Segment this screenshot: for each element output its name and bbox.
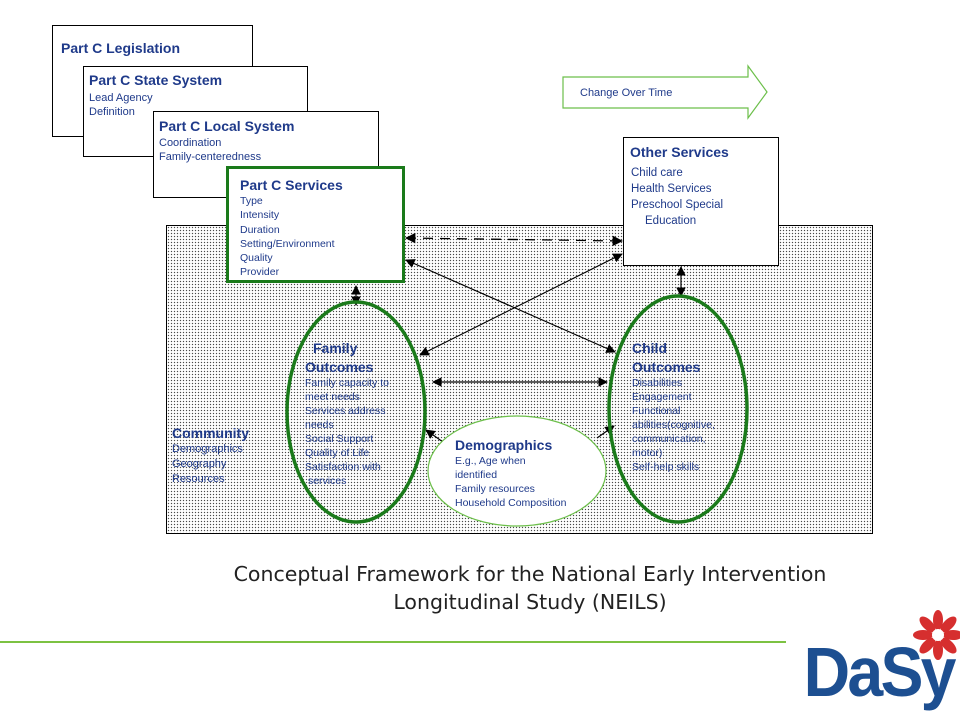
child-outcomes-item: Disabilities — [632, 377, 683, 389]
demographics-list: E.g., Age when identified Family resourc… — [455, 454, 605, 510]
family-outcomes-text: Family Outcomes Family capacity to meet … — [305, 340, 415, 488]
community-item: Demographics — [172, 443, 243, 455]
child-outcomes-text: Child Outcomes Disabilities Engagement F… — [632, 340, 742, 474]
child-outcomes-item: abilities(cognitive, — [632, 419, 715, 431]
local-system-item: Family-centeredness — [159, 151, 262, 163]
part-c-services-box: Part C Services Type Intensity Duration … — [226, 166, 405, 283]
state-system-item: Definition — [89, 106, 135, 118]
caption-line-2: Longitudinal Study (NEILS) — [393, 590, 667, 614]
family-outcomes-item: services — [305, 475, 347, 487]
child-outcomes-item: motor) — [632, 447, 663, 459]
child-outcomes-item: communication, — [632, 433, 706, 445]
community-title: Community — [172, 425, 249, 441]
services-dashed-link — [404, 232, 624, 247]
family-outcomes-title-1: Family — [313, 340, 358, 356]
other-services-list: Child care Health Services Preschool Spe… — [631, 165, 723, 229]
other-services-item: Preschool Special — [631, 199, 724, 211]
family-outcomes-ellipse — [285, 300, 427, 524]
family-outcomes-item: Services address — [305, 405, 386, 417]
services-item: Intensity — [240, 209, 280, 222]
services-item: Type — [240, 195, 263, 207]
change-over-time-arrow — [562, 64, 768, 120]
family-outcomes-item: Quality of Life — [305, 447, 370, 459]
demographics-text: Demographics E.g., Age when identified F… — [455, 437, 605, 510]
footer-rule — [0, 641, 786, 643]
services-item: Provider — [240, 266, 280, 279]
family-outcomes-item: meet needs — [305, 391, 360, 403]
demographics-item: identified — [455, 469, 498, 481]
part-c-local-system-title: Part C Local System — [159, 118, 295, 134]
caption-line-1: Conceptual Framework for the National Ea… — [233, 562, 827, 586]
community-text: Community Demographics Geography Resourc… — [172, 425, 249, 487]
demographics-ellipse — [427, 415, 607, 527]
family-outcomes-item: Family capacity to — [305, 377, 390, 389]
part-c-legislation-title: Part C Legislation — [61, 40, 181, 56]
community-item: Resources — [172, 473, 225, 485]
services-item: Quality — [240, 252, 273, 265]
demographics-item: Family resources — [455, 483, 535, 495]
child-outcomes-item: Self-help skills — [632, 461, 700, 473]
community-list: Demographics Geography Resources — [172, 442, 249, 487]
services-list: Type Intensity Duration Setting/Environm… — [240, 194, 335, 280]
demographics-item: E.g., Age when — [455, 455, 526, 467]
other-services-title: Other Services — [630, 144, 729, 160]
family-outcomes-list: Family capacity to meet needs Services a… — [305, 376, 415, 488]
family-outcomes-title-2: Outcomes — [305, 359, 374, 375]
child-outcomes-item: Functional — [632, 405, 681, 417]
services-item: Duration — [240, 223, 280, 236]
family-outcomes-item: Satisfaction with — [305, 461, 381, 473]
child-outcomes-title-1: Child — [632, 340, 667, 356]
child-outcomes-ellipse — [607, 294, 749, 524]
child-outcomes-list: Disabilities Engagement Functional abili… — [632, 376, 742, 474]
dasy-logo: DaSy — [804, 610, 960, 712]
community-item: Geography — [172, 458, 227, 470]
child-outcomes-item: Engagement — [632, 391, 692, 403]
other-services-item: Child care — [631, 167, 683, 179]
state-system-item: Lead Agency — [89, 92, 153, 104]
logo-text: DaSy — [804, 634, 957, 712]
family-outcomes-item: Social Support — [305, 433, 374, 445]
flower-icon — [913, 610, 960, 660]
other-services-item: Health Services — [631, 183, 712, 195]
local-system-list: Coordination Family-centeredness — [159, 136, 261, 164]
other-services-item: Education — [645, 215, 697, 227]
figure-caption: Conceptual Framework for the National Ea… — [150, 560, 910, 616]
part-c-services-title: Part C Services — [240, 177, 343, 193]
state-system-list: Lead Agency Definition — [89, 91, 153, 119]
family-outcomes-item: needs — [305, 419, 334, 431]
child-outcomes-title-2: Outcomes — [632, 359, 701, 375]
demographics-family-arrow — [425, 429, 444, 443]
services-item: Setting/Environment — [240, 237, 335, 250]
other-services-box: Other Services Child care Health Service… — [623, 137, 779, 266]
change-over-time-label: Change Over Time — [580, 87, 673, 99]
part-c-state-system-title: Part C State System — [89, 72, 223, 88]
other-to-family-arrow — [419, 253, 623, 356]
demographics-item: Household Composition — [455, 497, 567, 509]
local-system-item: Coordination — [159, 137, 222, 149]
demographics-title: Demographics — [455, 437, 553, 453]
